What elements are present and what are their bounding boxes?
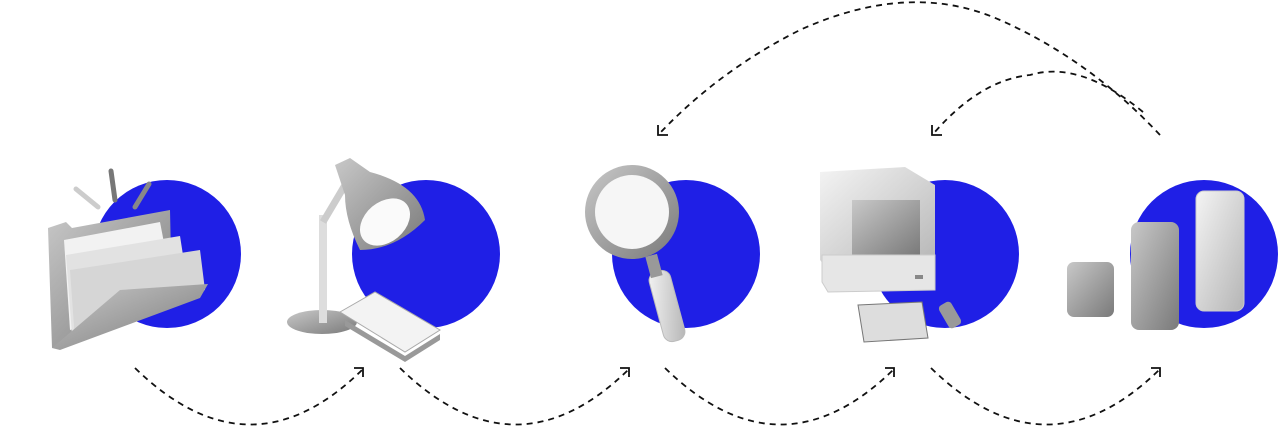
arrow-1-2 [134,367,363,426]
arrowhead-icon [1151,367,1161,377]
arrow-5-3 [659,1,1161,136]
arrowhead-icon [354,367,364,377]
arrowhead-icon [931,125,942,136]
folder-icon [48,168,208,350]
arrowhead-icon [657,125,668,136]
arrowhead-icon [885,367,895,377]
magnifier-icon [585,165,686,343]
arrow-3-4 [664,367,894,426]
computer-icon [820,167,962,343]
arrow-5-4 [933,70,1144,134]
bar-blocks-icon [1067,190,1245,330]
desk-lamp-book-icon [287,158,441,362]
arrowheads [354,125,1161,377]
arrow-4-5 [930,367,1160,426]
arrow-2-3 [399,367,629,426]
arrowhead-icon [620,367,630,377]
flow-arrows [134,1,1161,426]
